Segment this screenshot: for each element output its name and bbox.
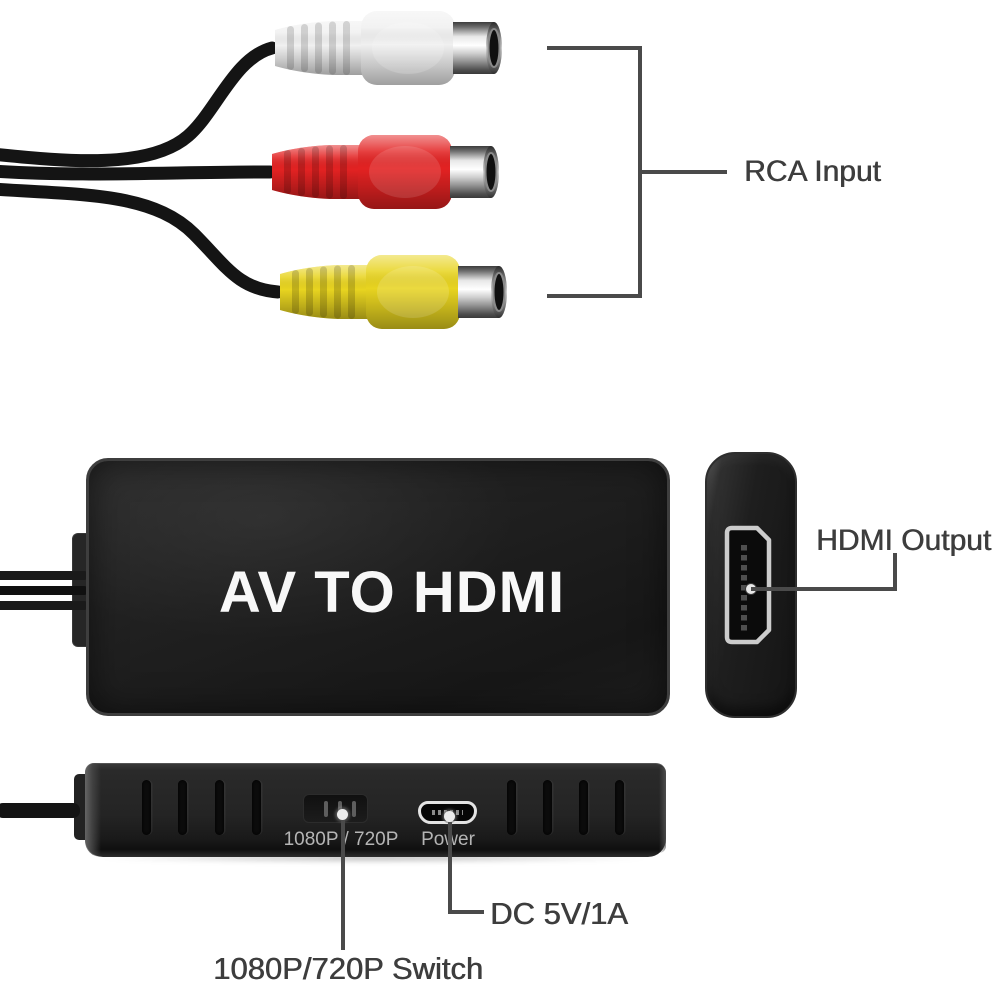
vent-slot [579, 780, 588, 835]
vent-slot [142, 780, 151, 835]
power-callout-line-h [448, 910, 484, 914]
bottom-bar-cable [0, 803, 80, 818]
vent-slot [178, 780, 187, 835]
switch-tick [352, 801, 356, 817]
rca-input-label: RCA Input [744, 155, 881, 188]
rca-connector-red [272, 135, 499, 209]
cable-to-red [0, 164, 277, 181]
switch-callout-line [341, 820, 345, 950]
vent-slot [215, 780, 224, 835]
vent-slot [507, 780, 516, 835]
converter-cable-strand [0, 586, 88, 595]
vent-slot [252, 780, 261, 835]
hdmi-callout-line-v [893, 553, 897, 591]
dc-power-label: DC 5V/1A [490, 896, 628, 931]
callout-dot-switch [337, 809, 348, 820]
rca-bracket-line [547, 46, 727, 298]
converter-front-view: AV TO HDMI [86, 458, 670, 716]
hdmi-port-pins [741, 545, 747, 631]
converter-front-label: AV TO HDMI [218, 559, 566, 625]
cable-to-white [0, 41, 279, 168]
rca-cable-art [0, 11, 727, 329]
callout-dot-power [444, 811, 455, 822]
rca-connector-white [275, 11, 502, 85]
converter-cable-strand [0, 571, 88, 580]
hdmi-output-label: HDMI Output [816, 524, 992, 557]
hdmi-callout-line-h [751, 587, 897, 591]
resolution-switch [303, 794, 368, 823]
converter-cable-strand [0, 601, 88, 610]
rca-connector-yellow [280, 255, 507, 329]
resolution-switch-label: 1080P/720P Switch [212, 951, 483, 986]
vent-slot [543, 780, 552, 835]
vent-slot [615, 780, 624, 835]
bottom-bar-shadow [100, 853, 648, 863]
power-panel-label: Power [408, 829, 488, 851]
switch-tick [324, 801, 328, 817]
cable-to-yellow [0, 182, 285, 299]
power-callout-line-v [448, 822, 452, 914]
hdmi-port [724, 525, 772, 645]
converter-bottom-view: 1080P / 720P Power [85, 763, 666, 857]
